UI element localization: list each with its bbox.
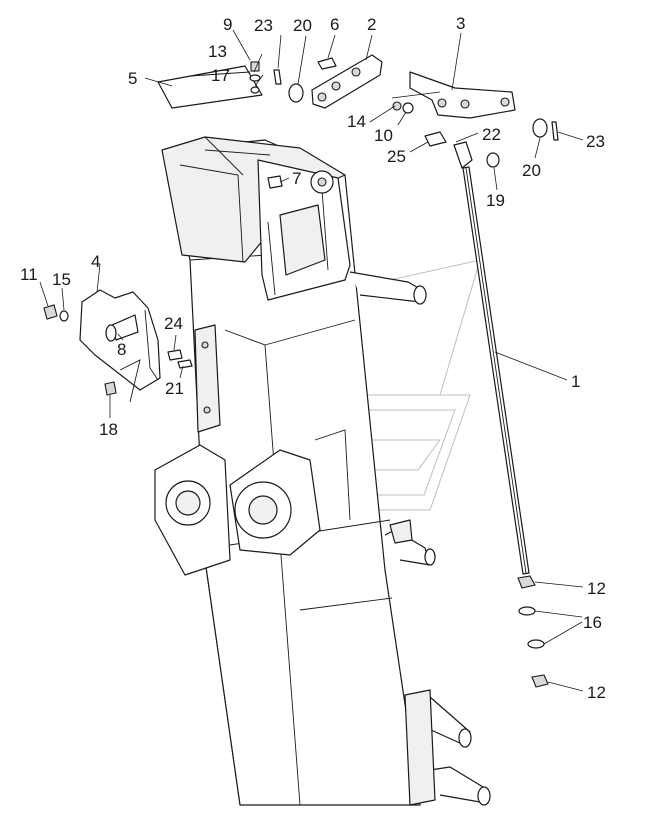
callout-labels: 1 2 3 4 5 6 7 8 9 10 11 12 12 13 14 15 1… bbox=[20, 14, 606, 702]
tie-rod bbox=[462, 166, 530, 575]
callout-23-right: 23 bbox=[586, 132, 605, 151]
clevis-pin bbox=[424, 131, 447, 147]
cover-plate bbox=[157, 65, 263, 109]
callout-12-bottom: 12 bbox=[587, 683, 606, 702]
callout-2: 2 bbox=[367, 15, 376, 34]
callout-24: 24 bbox=[164, 314, 183, 333]
callout-21: 21 bbox=[165, 379, 184, 398]
callout-1: 1 bbox=[571, 372, 580, 391]
callout-8: 8 bbox=[117, 340, 126, 359]
pin-twentyfour bbox=[167, 349, 183, 361]
bolt-stack-left bbox=[249, 61, 282, 94]
callout-22: 22 bbox=[482, 125, 501, 144]
callout-3: 3 bbox=[456, 14, 465, 33]
nut-eighteen bbox=[104, 381, 117, 396]
callout-7: 7 bbox=[292, 169, 301, 188]
callout-10: 10 bbox=[374, 126, 393, 145]
callout-14: 14 bbox=[347, 112, 366, 131]
callout-12-top: 12 bbox=[587, 579, 606, 598]
leader-lines bbox=[39, 29, 584, 692]
callout-16: 16 bbox=[583, 613, 602, 632]
callout-4: 4 bbox=[91, 252, 100, 271]
callout-9: 9 bbox=[223, 15, 232, 34]
callout-6: 6 bbox=[330, 15, 339, 34]
callout-23-top: 23 bbox=[254, 16, 273, 35]
link-plate-assembly bbox=[311, 54, 383, 109]
nut-small bbox=[392, 101, 402, 111]
callout-19: 19 bbox=[486, 191, 505, 210]
callout-5: 5 bbox=[128, 69, 137, 88]
callout-13: 13 bbox=[208, 42, 227, 61]
callout-25: 25 bbox=[387, 147, 406, 166]
washer-fifteen bbox=[59, 310, 69, 322]
pivot-bracket bbox=[409, 71, 516, 119]
pin-twentyone bbox=[177, 359, 193, 369]
boom-column bbox=[154, 136, 491, 806]
rod-fasteners bbox=[517, 575, 549, 688]
callout-17: 17 bbox=[211, 66, 230, 85]
bolt-seven bbox=[267, 175, 283, 189]
nut-eleven bbox=[43, 304, 58, 320]
callout-18: 18 bbox=[99, 420, 118, 439]
callout-11: 11 bbox=[20, 265, 38, 284]
washer-clevis bbox=[486, 152, 500, 168]
callout-15: 15 bbox=[52, 270, 71, 289]
guard-plate bbox=[79, 289, 161, 403]
washer-right bbox=[532, 118, 548, 138]
washer-small bbox=[402, 102, 414, 114]
cotter-pin-right bbox=[551, 121, 559, 141]
callout-20-top: 20 bbox=[293, 16, 312, 35]
clevis bbox=[453, 141, 473, 169]
callout-20-right: 20 bbox=[522, 161, 541, 180]
washer-top bbox=[288, 83, 304, 103]
